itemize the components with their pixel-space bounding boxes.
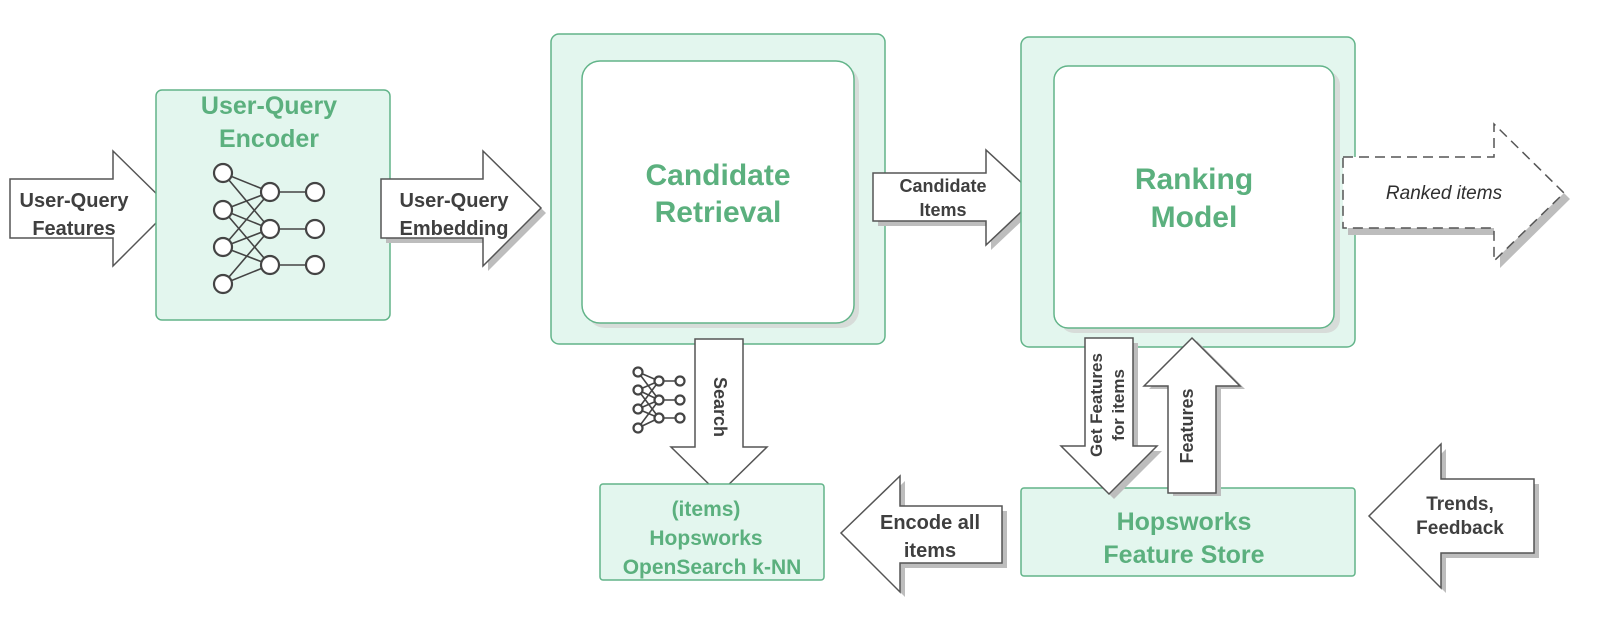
user-query-encoder-title-line1: User-Query bbox=[201, 92, 337, 120]
ranking-model-title-line1: Ranking bbox=[1135, 163, 1253, 196]
ranked-items-arrow: Ranked items bbox=[1342, 122, 1570, 268]
candidate-items-label-line1: Candidate bbox=[899, 176, 986, 196]
trends-feedback-label-line2: Feedback bbox=[1416, 518, 1504, 539]
get-features-arrow: Get Features for items bbox=[1059, 337, 1162, 499]
search-label: Search bbox=[710, 377, 730, 437]
get-features-label-line2: for items bbox=[1109, 369, 1128, 441]
user-query-features-label-line2: Features bbox=[32, 218, 115, 240]
trends-feedback-label-line1: Trends, bbox=[1426, 494, 1494, 515]
encode-all-items-label-line1: Encode all bbox=[880, 512, 980, 534]
ranking-model-box: Ranking Model bbox=[1020, 36, 1356, 348]
ranking-model-title-line2: Model bbox=[1151, 201, 1238, 234]
encode-all-items-label-line2: items bbox=[904, 540, 956, 562]
candidate-items-label-line2: Items bbox=[919, 200, 966, 220]
get-features-label-line1: Get Features bbox=[1087, 353, 1106, 457]
trends-feedback-arrow: Trends, Feedback bbox=[1367, 442, 1539, 593]
user-query-encoder-box: User-Query Encoder bbox=[155, 89, 391, 321]
candidate-retrieval-title-line1: Candidate bbox=[645, 159, 790, 192]
search-arrow: Search bbox=[669, 338, 769, 496]
user-query-features-arrow: User-Query Features bbox=[9, 149, 173, 268]
opensearch-knn-line2: Hopsworks bbox=[649, 527, 762, 550]
opensearch-knn-line1: (items) bbox=[672, 498, 741, 521]
encode-all-items-arrow: Encode all items bbox=[839, 474, 1007, 597]
opensearch-knn-box: (items) Hopsworks OpenSearch k-NN bbox=[599, 483, 825, 581]
user-query-embedding-label-line2: Embedding bbox=[400, 218, 509, 240]
feature-store-box: Hopsworks Feature Store bbox=[1020, 487, 1356, 577]
user-query-embedding-arrow: User-Query Embedding bbox=[380, 149, 546, 271]
user-query-embedding-label-line1: User-Query bbox=[400, 190, 510, 212]
ranked-items-label: Ranked items bbox=[1386, 183, 1503, 204]
user-query-features-label-line1: User-Query bbox=[20, 190, 130, 212]
small-neural-network-icon bbox=[632, 366, 686, 434]
candidate-items-arrow: Candidate Items bbox=[872, 148, 1042, 250]
candidate-retrieval-box: Candidate Retrieval bbox=[550, 33, 886, 345]
feature-store-line1: Hopsworks bbox=[1117, 508, 1252, 536]
neural-network-icon bbox=[212, 162, 326, 295]
candidate-retrieval-title-line2: Retrieval bbox=[655, 196, 782, 229]
features-arrow: Features bbox=[1142, 336, 1245, 496]
user-query-encoder-title-line2: Encoder bbox=[219, 125, 319, 153]
features-label: Features bbox=[1177, 388, 1197, 463]
feature-store-line2: Feature Store bbox=[1103, 541, 1264, 569]
opensearch-knn-line3: OpenSearch k-NN bbox=[623, 556, 802, 579]
